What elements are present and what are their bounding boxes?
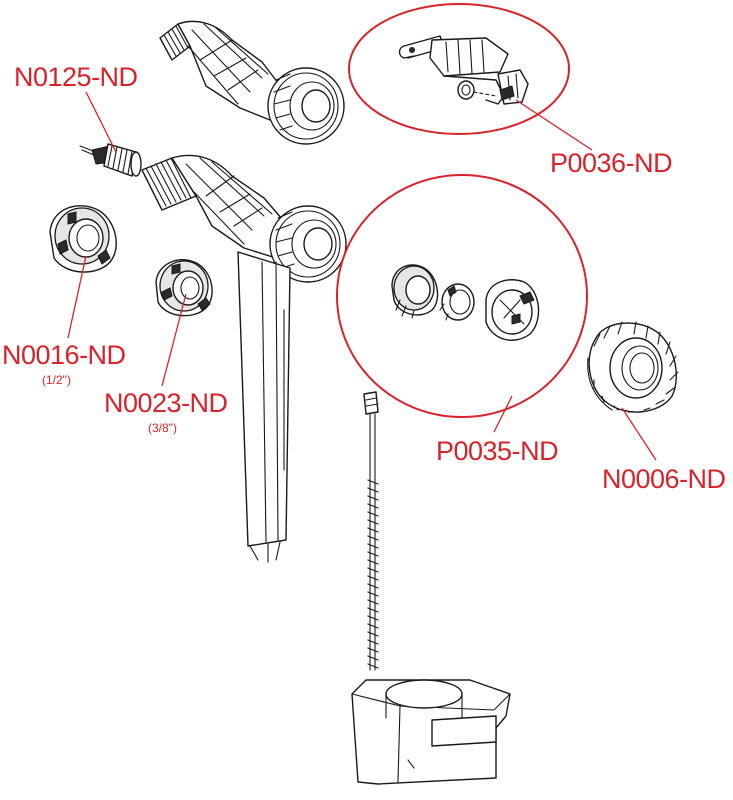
part-n0023-nut xyxy=(155,259,213,317)
label-n0006: N0006-ND xyxy=(602,464,726,494)
label-n0016-size: (1/2") xyxy=(42,373,71,387)
label-p0035: P0035-ND xyxy=(436,436,558,466)
label-n0023-size: (3/8") xyxy=(148,421,177,435)
label-n0016: N0016-ND xyxy=(2,340,126,370)
label-n0023: N0023-ND xyxy=(104,388,228,418)
leader-lines xyxy=(67,91,657,461)
part-n0016-nut xyxy=(49,205,117,273)
part-n0125-pin xyxy=(79,143,142,177)
part-p0035-seal-set xyxy=(391,264,540,341)
p0035-highlight-ring xyxy=(336,174,588,418)
part-p0036-lever xyxy=(398,35,529,105)
part-n0006-knurled-nut xyxy=(587,321,679,413)
part-threaded-rod xyxy=(363,391,379,671)
valve-body-main xyxy=(141,154,347,563)
p0036-highlight-ring xyxy=(348,3,570,135)
valve-body-upper xyxy=(159,20,345,145)
part-float-cup xyxy=(351,679,511,785)
label-p0036: P0036-ND xyxy=(550,148,672,178)
label-n0125: N0125-ND xyxy=(14,62,138,92)
